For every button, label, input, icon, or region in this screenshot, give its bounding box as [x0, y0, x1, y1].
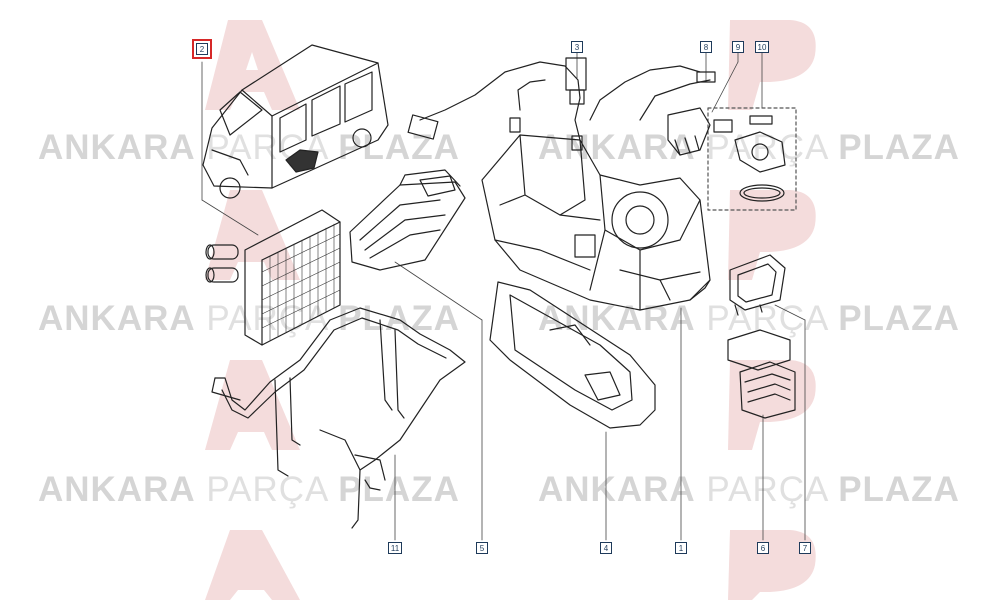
- callout-11[interactable]: 11: [388, 542, 402, 554]
- heater-radiator: [205, 209, 341, 346]
- callout-3[interactable]: 3: [571, 41, 583, 53]
- logo-mark-mid-left: [205, 190, 300, 280]
- callout-9[interactable]: 9: [732, 41, 744, 53]
- logo-mark-top-right: [728, 20, 816, 110]
- logo-mark-bottom-left: [205, 530, 300, 600]
- logo-mark-top-left: [205, 20, 300, 110]
- callout-7[interactable]: 7: [799, 542, 811, 554]
- leader-lines: [201, 51, 806, 541]
- callout-5[interactable]: 5: [476, 542, 488, 554]
- callout-1[interactable]: 1: [675, 542, 687, 554]
- filter-frame: [729, 254, 786, 316]
- watermark-text-row3-right: ANKARA PARÇA PLAZA: [538, 470, 960, 509]
- logo-mark-low-right: [728, 360, 816, 450]
- heater-housing: [481, 134, 711, 311]
- van-drawing: [202, 44, 389, 199]
- air-duct: [349, 169, 466, 271]
- watermark-text-row2-left: ANKARA PARÇA PLAZA: [38, 299, 460, 338]
- callout-2-selected[interactable]: 2: [192, 39, 212, 59]
- resistor-parts: [667, 107, 797, 211]
- blower-filter: [727, 329, 796, 419]
- callout-10[interactable]: 10: [755, 41, 769, 53]
- wiring-harness: [407, 57, 716, 151]
- logo-mark-bottom-right: [728, 530, 816, 600]
- air-tray: [489, 281, 656, 429]
- callout-6[interactable]: 6: [757, 542, 769, 554]
- callout-4[interactable]: 4: [600, 542, 612, 554]
- logo-mark-mid-right: [728, 190, 816, 280]
- heater-pipes: [211, 307, 466, 529]
- callout-8[interactable]: 8: [700, 41, 712, 53]
